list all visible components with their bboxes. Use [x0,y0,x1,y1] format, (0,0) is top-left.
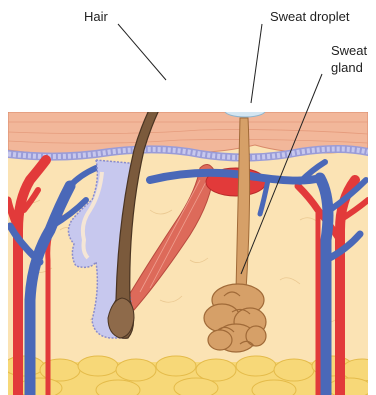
sweat-gland-label-line1: Sweat [331,43,368,58]
hair-leader [118,24,166,80]
sweat-droplet [225,105,265,117]
hair-label: Hair [84,9,109,24]
sweat-droplet-leader [251,24,262,103]
sweat-droplet-label: Sweat droplet [270,9,350,24]
sweat-gland [204,284,266,352]
sweat-gland-label-line2: gland [331,60,363,75]
